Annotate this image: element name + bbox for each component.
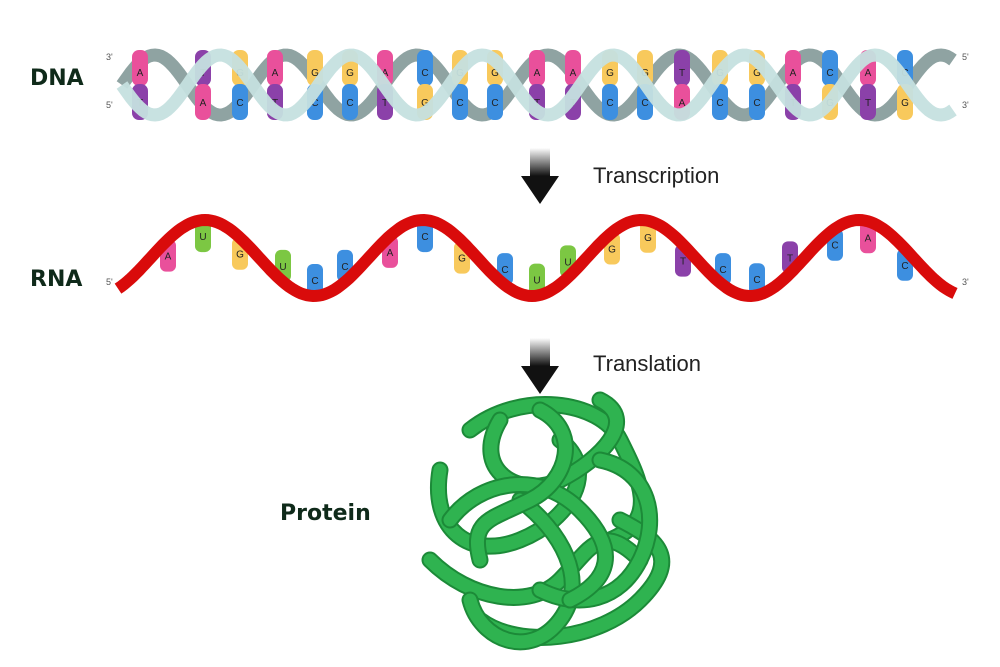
rna-base-letter: U — [533, 276, 540, 287]
dna-base-letter: C — [826, 68, 833, 79]
dna-base-letter: T — [679, 68, 685, 79]
dna-right-top-end: 5' — [962, 52, 969, 62]
dna-base-letter: A — [570, 68, 577, 79]
rna-base-letter: A — [165, 252, 172, 263]
dna-base-C — [342, 84, 358, 120]
dna-base-letter: A — [137, 68, 144, 79]
dna-base-letter: A — [679, 98, 686, 109]
dna-base-letter: A — [790, 68, 797, 79]
rna-base-letter: C — [311, 276, 318, 287]
rna-base-C — [749, 263, 765, 296]
rna-base-C — [417, 220, 433, 253]
rna-base-letter: C — [421, 232, 428, 243]
dna-base-C — [602, 84, 618, 120]
protein-structure — [421, 391, 671, 651]
protein-chain — [463, 493, 579, 649]
dna-base-letter: A — [382, 68, 389, 79]
dna-left-top-end: 3' — [106, 52, 113, 62]
rna-base-G — [640, 220, 656, 253]
dna-base-letter: A — [865, 68, 872, 79]
rna-base-letter: U — [564, 257, 571, 268]
rna-right-end: 3' — [962, 277, 969, 287]
dna-base-C — [822, 50, 838, 86]
rna-base-U — [529, 263, 545, 296]
dna-base-T — [860, 84, 876, 120]
dna-base-A — [785, 50, 801, 86]
rna-base-letter: U — [279, 262, 286, 273]
transcription-arrow — [521, 148, 559, 204]
rna-base-U — [195, 220, 211, 253]
dna-base-letter: G — [753, 68, 761, 79]
rna-base-letter: C — [831, 241, 838, 252]
dna-base-letter: G — [311, 68, 319, 79]
translation-label: Translation — [593, 351, 702, 376]
dna-base-letter: T — [865, 98, 871, 109]
rna-base-letter: G — [236, 250, 244, 261]
rna-base-letter: C — [341, 262, 348, 273]
dna-base-letter: C — [641, 98, 648, 109]
rna-base-A — [860, 221, 876, 254]
protein-label: Protein — [280, 501, 371, 526]
dna-base-C — [712, 84, 728, 120]
dna-base-A — [267, 50, 283, 86]
dna-base-letter: C — [716, 98, 723, 109]
dna-base-T — [674, 50, 690, 86]
dna-base-letter: C — [421, 68, 428, 79]
dna-base-letter: C — [346, 98, 353, 109]
dna-base-letter: C — [753, 98, 760, 109]
dna-base-letter: C — [236, 98, 243, 109]
rna-base-letter: G — [608, 245, 616, 256]
dna-base-A — [132, 50, 148, 86]
dna-base-letter: A — [200, 98, 207, 109]
dna-base-letter: C — [491, 98, 498, 109]
rna-ribbon — [114, 213, 958, 303]
rna-base-letter: A — [387, 248, 394, 259]
rna-base-letter: C — [719, 265, 726, 276]
dna-base-letter: G — [491, 68, 499, 79]
dna-base-letter: G — [901, 98, 909, 109]
dna-label: DNA — [30, 66, 84, 91]
dna-base-A — [565, 50, 581, 86]
rna-base-letter: C — [501, 265, 508, 276]
rna-base-letter: T — [680, 257, 686, 268]
dna-base-letter: G — [421, 98, 429, 109]
protein-chain — [470, 403, 572, 567]
dna-base-letter: C — [456, 98, 463, 109]
rna-base-letter: A — [865, 233, 872, 244]
rna-base-letter: G — [458, 254, 466, 265]
dna-base-C — [487, 84, 503, 120]
dna-base-letter: A — [534, 68, 541, 79]
translation-arrow — [521, 338, 559, 394]
dna-base-letter: C — [311, 98, 318, 109]
dna-left-bottom-end: 5' — [106, 100, 113, 110]
dna-base-letter: T — [382, 98, 388, 109]
dna-base-letter: C — [606, 98, 613, 109]
rna-label: RNA — [30, 267, 83, 292]
rna-left-end: 5' — [106, 277, 113, 287]
rna-base-letter: G — [644, 233, 652, 244]
dna-base-letter: G — [346, 68, 354, 79]
dna-base-letter: G — [606, 68, 614, 79]
dna-right-bottom-end: 3' — [962, 100, 969, 110]
dna-base-A — [195, 84, 211, 120]
rna-base-letter: T — [787, 253, 793, 264]
rna-base-letter: C — [901, 261, 908, 272]
rna-base-letter: C — [753, 275, 760, 286]
dna-base-C — [749, 84, 765, 120]
rna-base-C — [307, 263, 323, 296]
dna-base-C — [452, 84, 468, 120]
dna-base-C — [232, 84, 248, 120]
protein-chain — [443, 478, 612, 607]
dna-base-A — [529, 50, 545, 86]
transcription-label: Transcription — [593, 163, 720, 188]
dna-strand-front — [116, 48, 957, 122]
rna-base-letter: U — [199, 232, 206, 243]
dna-base-C — [417, 50, 433, 86]
dna-base-letter: A — [272, 68, 279, 79]
